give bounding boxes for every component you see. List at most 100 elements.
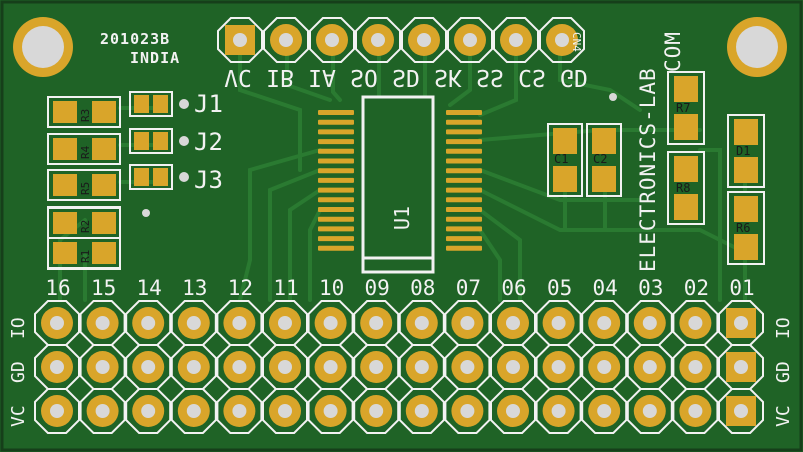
resistor-pad-b-2	[92, 138, 116, 160]
designator-r2: R2	[79, 219, 92, 233]
jumper-dot-2	[179, 136, 189, 146]
ic-pad-left-7	[318, 168, 354, 174]
part-pad-b-2	[674, 194, 698, 220]
grid-hole-r3-c10	[460, 404, 475, 418]
resistor-pad-a-2	[53, 138, 77, 160]
designator-r1: R1	[79, 249, 92, 263]
column-number-04: 04	[592, 276, 618, 300]
part-pad-b-3	[734, 157, 758, 183]
grid-outline-r3-c6	[262, 388, 308, 434]
brand-label: ELECTRONICS-LAB	[636, 67, 660, 272]
via-2	[609, 93, 617, 101]
grid-hole-r3-c5	[232, 404, 247, 418]
column-number-08: 08	[410, 276, 436, 300]
resistor-outline-r5	[47, 169, 121, 201]
grid-hole-r1-c6	[278, 316, 292, 330]
grid-outline-r3-c9	[398, 388, 445, 434]
grid-outline-r3-c14	[626, 388, 673, 434]
ic-pad-right-11	[446, 207, 482, 212]
grid-hole-r2-c16	[734, 360, 748, 374]
ic-pad-left-2	[318, 119, 354, 125]
header-hole-1	[233, 33, 247, 47]
header-outline-3	[309, 17, 355, 63]
column-number-06: 06	[501, 276, 527, 300]
trace-14	[268, 168, 322, 302]
grid-hole-r2-c3	[141, 360, 156, 374]
grid-outline-r3-c15	[672, 388, 719, 434]
jumper-pad-b-3	[153, 168, 168, 186]
grid-outline-r3-c5	[216, 388, 263, 434]
grid-outline-r3-c16	[718, 388, 764, 434]
column-number-05: 05	[546, 276, 573, 300]
grid-outline-r3-c2	[79, 388, 126, 434]
header-hole-3	[325, 33, 339, 47]
grid-hole-r2-c15	[688, 360, 703, 374]
resistor-pad-b-1	[92, 101, 116, 123]
country-label: INDIA	[130, 49, 181, 67]
column-number-07: 07	[455, 276, 482, 300]
designator-r3: R3	[79, 108, 92, 122]
grid-hole-r1-c8	[369, 316, 384, 330]
resistor-pad-b-3	[92, 174, 116, 196]
column-number-10: 10	[318, 276, 345, 300]
grid-hole-r1-c12	[551, 316, 566, 330]
ic-pad-right-4	[446, 139, 482, 145]
resistor-pad-a-4	[53, 212, 77, 234]
part-pad-a-4	[734, 196, 758, 222]
grid-hole-r2-c12	[551, 360, 566, 374]
row-label-right-vc: VC	[773, 405, 794, 427]
grid-hole-r2-c5	[232, 360, 247, 374]
grid-hole-r1-c15	[688, 316, 703, 330]
pin-label-so: SO	[350, 64, 378, 90]
ic-pad-left-1	[318, 110, 354, 115]
mount-hole-2	[736, 26, 778, 68]
grid-hole-r2-c10	[460, 360, 475, 374]
header-outline-4	[355, 17, 401, 63]
brand-label-2: COM	[661, 31, 685, 72]
part-outline-d1	[727, 114, 765, 188]
ic-pad-left-11	[318, 207, 354, 212]
ic-pad-right-1	[446, 110, 482, 115]
designator-d1: D1	[736, 144, 751, 158]
chip-label: U1	[390, 205, 414, 230]
capacitor-outline-2	[586, 123, 622, 197]
jumper-label-j3: J3	[194, 166, 223, 194]
header-outline-5	[401, 17, 447, 63]
grid-hole-r1-c10	[460, 316, 475, 330]
designator-r5: R5	[79, 181, 92, 195]
grid-hole-r2-c4	[186, 360, 201, 374]
part-pad-a-2	[674, 156, 698, 182]
designator-r8: R8	[676, 181, 691, 195]
jumper-pad-a-2	[134, 132, 149, 150]
grid-hole-r3-c3	[141, 404, 156, 418]
column-number-12: 12	[227, 276, 254, 300]
trace-5	[448, 38, 472, 107]
ic-pad-left-14	[318, 236, 354, 242]
ic-pad-right-12	[446, 216, 482, 222]
row-label-right-io: IO	[773, 317, 794, 339]
grid-hole-r3-c9	[414, 404, 429, 418]
header-outline-1	[217, 17, 263, 63]
ic-pad-right-3	[446, 129, 482, 135]
resistor-outline-r4	[47, 133, 121, 165]
designator-r6: R6	[736, 221, 751, 235]
header-outline-2	[263, 17, 309, 63]
grid-outline-r3-c8	[353, 388, 400, 434]
header-hole-7	[509, 33, 523, 47]
jumper-dot-1	[179, 99, 189, 109]
grid-outline-r3-c12	[535, 388, 582, 434]
mount-hole-1	[22, 26, 64, 68]
header-hole-2	[279, 33, 293, 47]
grid-hole-r2-c1	[50, 360, 64, 374]
grid-hole-r1-c1	[50, 316, 64, 330]
capacitor-pad-a-1	[553, 128, 577, 154]
resistor-pad-b-5	[92, 242, 116, 264]
trace-12	[478, 228, 502, 302]
pin-label-ss: SS	[476, 64, 504, 90]
jumper-outline-3	[129, 164, 173, 190]
grid-outline-r3-c10	[444, 388, 491, 434]
trace-6	[478, 38, 518, 117]
ic-pad-left-3	[318, 129, 354, 135]
grid-hole-r3-c6	[278, 404, 292, 418]
